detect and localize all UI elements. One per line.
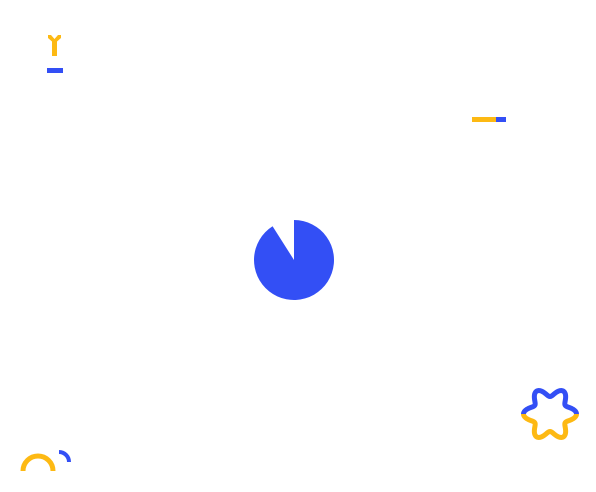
arc-large	[20, 453, 56, 472]
pie-spinner-icon	[254, 220, 335, 300]
wrench-shape	[48, 35, 61, 56]
gear-bottom-half	[521, 414, 579, 440]
loader-progress-sector	[254, 220, 335, 300]
wrench-icon	[47, 35, 63, 73]
dash-icon	[472, 117, 506, 122]
arc-small	[58, 450, 71, 463]
dash-accent-segment	[472, 117, 496, 122]
dash-primary-segment	[496, 117, 506, 122]
wrench-underline	[47, 68, 63, 73]
arc-pair-icon	[20, 450, 71, 472]
gear-icon	[521, 388, 579, 440]
gear-top-half	[521, 388, 579, 414]
